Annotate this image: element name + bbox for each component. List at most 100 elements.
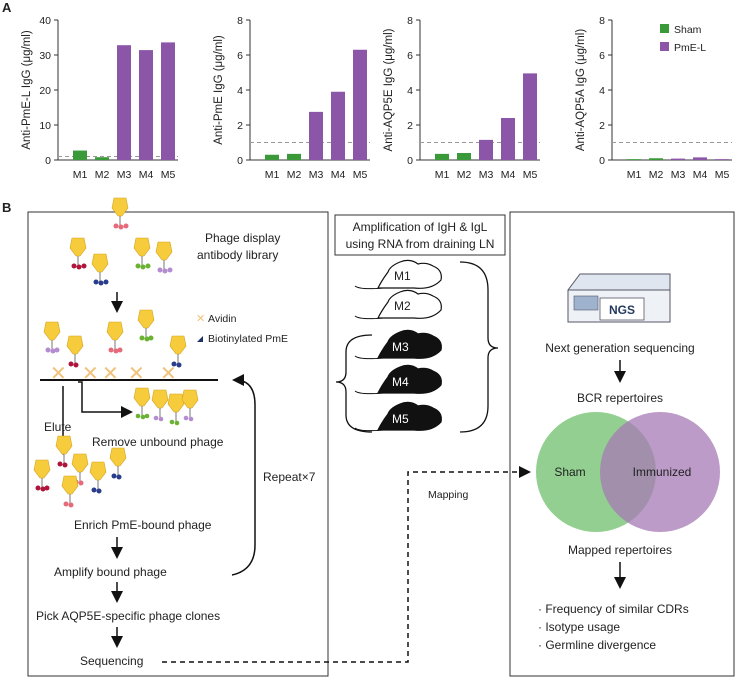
ngs-machine-label: NGS [609,303,635,317]
chart-4-xtick-label: M5 [715,169,730,181]
chart-3-xtick-label: M1 [435,169,450,181]
mapping-arrow [162,466,531,663]
chart-3-ytick-label: 6 [407,50,413,62]
legend-label-pme-l: PmE-L [674,42,706,54]
right-brace [459,261,499,433]
svg-text:✕: ✕ [82,363,99,385]
bullet-3: · Germline divergence [538,638,656,652]
chart-1-ytick-label: 0 [45,155,51,167]
library-label-1: Phage display [205,231,280,245]
chart-2-xtick-label: M3 [309,169,324,181]
chart-1-xtick-label: M5 [161,169,176,181]
bcr-label: BCR repertoires [577,391,663,405]
chart-4-bar-m1 [627,159,641,160]
mouse-m5-icon [354,401,442,432]
venn-immunized-circle [600,412,720,532]
legend-label-sham: Sham [674,24,702,36]
bullet-1: · Frequency of similar CDRs [538,602,689,616]
remove-label: Remove unbound phage [92,435,224,449]
chart-3-bar-m5 [523,73,537,160]
chart-2-ytick-label: 8 [237,15,243,27]
chart-3-xtick-label: M5 [523,169,538,181]
chart-4-ytick-label: 0 [599,155,605,167]
mouse-m2-label: M2 [394,299,411,313]
chart-2-bar-m3 [309,111,323,160]
chart-1-bar-m1 [73,150,87,160]
chart-1-xtick-label: M2 [95,169,110,181]
phage-library-icon [69,197,173,286]
chart-1-xtick-label: M3 [117,169,132,181]
chart-1-xtick-label: M1 [73,169,88,181]
chart-3-y-label: Anti-AQP5E IgG (μg/ml) [383,28,395,151]
biotin-key-icon [197,336,203,342]
repeat-loop-arrow [231,374,256,576]
legend-swatch-pme-l [660,42,669,51]
amplification-box [334,214,506,256]
enriched-phage-icon [33,435,127,508]
avidin-key-label: Avidin [208,313,237,325]
mapping-label: Mapping [428,489,468,501]
ngs-machine-icon [567,273,671,323]
chart-3-bar-m4 [501,118,515,160]
chart-2-xtick-label: M5 [353,169,368,181]
legend-swatch-sham [660,24,669,33]
panning-surface: ✕ ✕ ✕ ✕ ✕ [40,309,218,385]
arrow-remove [78,381,130,412]
chart-1-bar-m3 [117,45,131,161]
chart-1-ytick-label: 20 [39,85,51,97]
sequencing-label: Sequencing [80,654,143,668]
chart-1-bar-m2 [95,157,109,160]
panel-label-b: B [2,200,11,215]
chart-3-bar-m1 [435,153,449,160]
enrich-label: Enrich PmE-bound phage [74,518,212,532]
svg-text:✕: ✕ [160,363,177,385]
chart-3-ytick-label: 0 [407,155,413,167]
chart-1-y-label: Anti-PmE-L IgG (μg/ml) [21,30,33,149]
pick-label: Pick AQP5E-specific phage clones [36,609,220,623]
mapped-label: Mapped repertoires [568,543,672,557]
library-label-2: antibody library [197,248,278,262]
mouse-m2-icon [354,289,442,320]
legend: Sham PmE-L [660,24,706,54]
panel-label-a: A [2,0,12,15]
chart-4-ytick-label: 8 [599,15,605,27]
chart-2-ytick-label: 6 [237,50,243,62]
chart-4-xtick-label: M3 [671,169,686,181]
chart-3-xtick-label: M4 [501,169,516,181]
chart-3-xtick-label: M3 [479,169,494,181]
chart-4-ytick-label: 4 [599,85,605,97]
chart-4-ytick-label: 6 [599,50,605,62]
unbound-phage-icon [133,387,199,426]
ngs-box [509,211,735,677]
mouse-m4-label: M4 [392,375,409,389]
mouse-m3-label: M3 [392,340,409,354]
chart-4-xtick-label: M2 [649,169,664,181]
mouse-m5-label: M5 [392,412,409,426]
svg-text:✕: ✕ [128,363,145,385]
svg-text:✕: ✕ [102,363,119,385]
mouse-m1-icon [354,259,442,290]
left-brace [335,334,373,433]
chart-2-bar-m2 [287,153,301,160]
chart-3-ytick-label: 2 [407,120,413,132]
ngs-label: Next generation sequencing [545,341,694,355]
chart-3-ytick-label: 8 [407,15,413,27]
amplify-label: Amplify bound phage [54,565,167,579]
chart-2-bar-m5 [353,49,367,160]
chart-2-bar-m4 [331,91,345,160]
amp-label-2: using RNA from draining LN [346,237,495,251]
chart-3-xtick-label: M2 [457,169,472,181]
svg-text:✕: ✕ [50,363,67,385]
chart-3-ytick-label: 4 [407,85,413,97]
chart-2-ytick-label: 0 [237,155,243,167]
chart-1-ytick-label: 40 [39,15,51,27]
venn-sham-label: Sham [554,465,585,479]
chart-2-bar-m1 [265,154,279,160]
venn-immunized-label: Immunized [633,465,692,479]
phage-display-box [27,211,329,677]
chart-2-ytick-label: 4 [237,85,243,97]
chart-1-ytick-label: 30 [39,50,51,62]
chart-2-xtick-label: M1 [265,169,280,181]
